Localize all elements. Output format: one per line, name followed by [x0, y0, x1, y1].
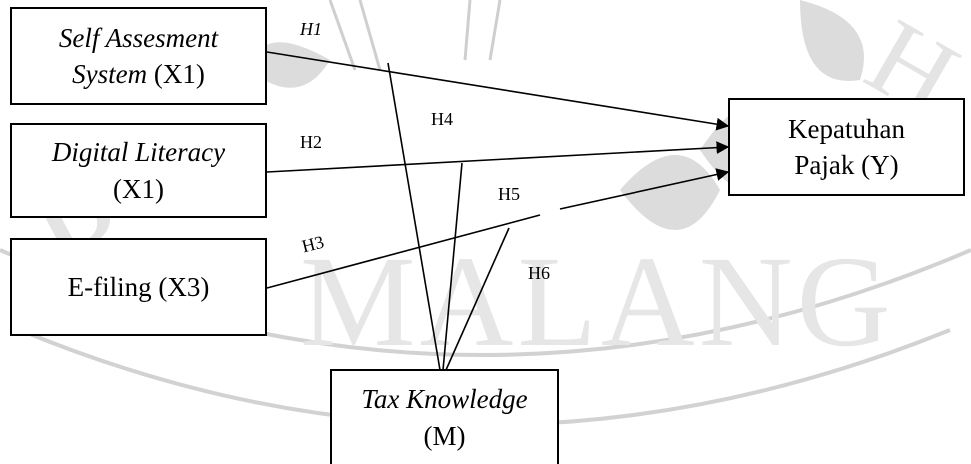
y-line2: Pajak (Y) — [794, 150, 899, 180]
x2-line2: (X1) — [113, 173, 164, 204]
m-line2: (M) — [423, 420, 466, 451]
tax-knowledge-box: Tax Knowledge (M) — [330, 369, 559, 464]
x1-line1: Self Assesment — [58, 22, 219, 53]
arrow-x3-y — [266, 214, 541, 289]
arrow-x2-y — [266, 141, 730, 173]
line-m-h6 — [445, 227, 510, 371]
y-line1: Kepatuhan — [788, 113, 905, 144]
m-line1: Tax Knowledge — [361, 384, 528, 415]
arrow-x3-y-end — [559, 168, 730, 210]
hypothesis-label-h2: H2 — [300, 132, 322, 152]
self-assessment-system-box: Self Assesment System (X1) — [10, 7, 267, 105]
line-m-h4 — [387, 62, 441, 371]
x3-line1: E-filing (X3) — [67, 271, 210, 302]
kepatuhan-pajak-box: Kepatuhan Pajak (Y) — [728, 98, 965, 196]
hypothesis-label-h6: H6 — [528, 263, 550, 283]
svg-text:MALANG: MALANG — [300, 230, 895, 374]
digital-literacy-box: Digital Literacy (X1) — [10, 123, 267, 218]
hypothesis-label-h5: H5 — [498, 184, 520, 204]
e-filing-box: E-filing (X3) — [10, 238, 267, 336]
x1-line2-rest: (X1) — [147, 59, 205, 89]
line-m-h5 — [442, 162, 463, 371]
x2-line1: Digital Literacy — [51, 137, 226, 168]
x1-line2-italic: System — [72, 59, 148, 89]
hypothesis-label-h3: H3 — [299, 231, 326, 257]
arrow-x1-y — [266, 51, 730, 131]
hypothesis-label-h4: H4 — [431, 109, 453, 129]
hypothesis-label-h1: H1 — [300, 19, 322, 39]
